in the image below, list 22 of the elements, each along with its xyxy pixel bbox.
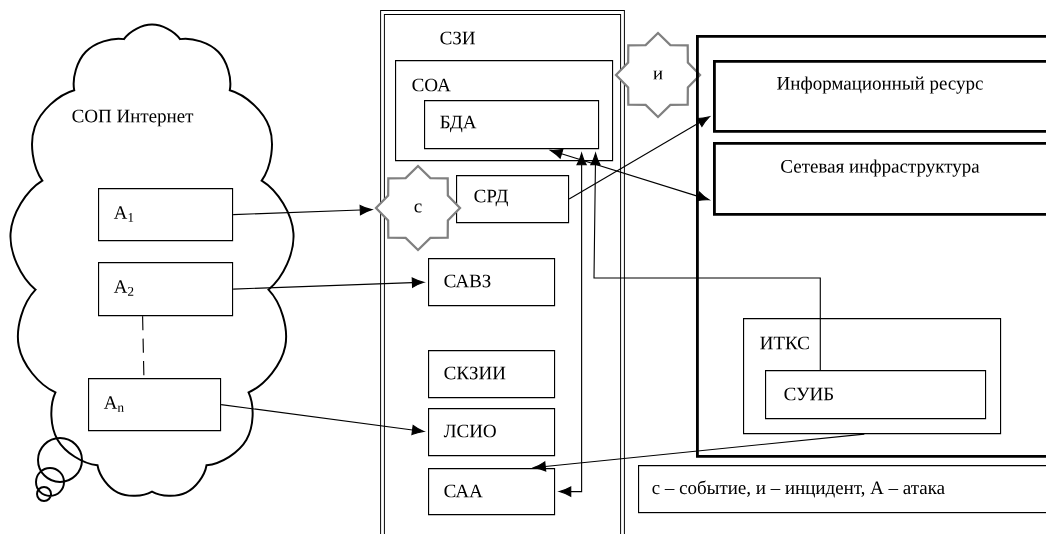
module-box: СКЗИИ [428, 350, 556, 399]
attacker-box: А$_{n}$ [88, 378, 222, 432]
arrow [590, 152, 821, 371]
resource-box: Информационный ресурс [713, 60, 1046, 133]
attacker-box: А$_{1}$ [98, 188, 234, 242]
arrow [550, 148, 710, 202]
module-box: СУИБ [765, 370, 987, 420]
arrow [232, 277, 425, 290]
module-box: САВЗ [428, 258, 556, 307]
arrow [533, 433, 865, 472]
module-box: ЛСИО [428, 408, 556, 457]
arrow [558, 152, 587, 497]
arrow [568, 116, 710, 200]
module-box: СРД [456, 175, 570, 224]
module-box: БДА [424, 100, 600, 150]
attacker-box: А$_{2}$ [98, 262, 234, 317]
resource-box: Сетевая инфраструктура [713, 142, 1046, 216]
module-box: САА [428, 468, 556, 516]
arrow [220, 404, 425, 436]
protected-area-box [696, 35, 1046, 458]
note-box: с – событие, и – инцидент, А – атака [638, 465, 1046, 514]
arrow [232, 204, 373, 216]
